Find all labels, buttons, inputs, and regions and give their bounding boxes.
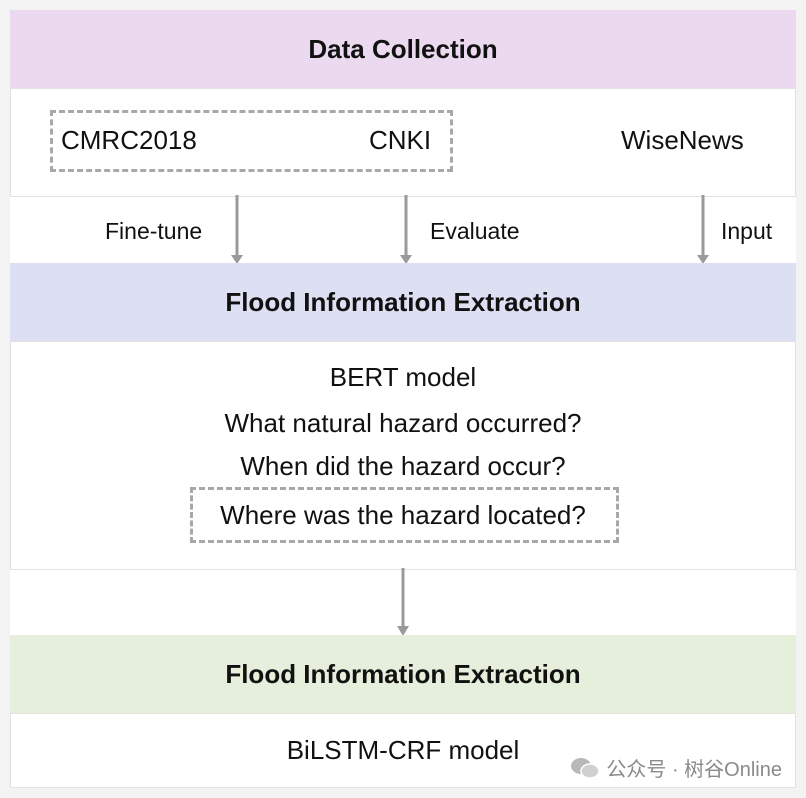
data-collection-header: Data Collection: [10, 10, 796, 88]
fine-tune-label: Fine-tune: [105, 218, 203, 244]
data-collection-title: Data Collection: [308, 33, 498, 64]
question-where: Where was the hazard located?: [220, 500, 586, 530]
input-arrowhead: [697, 255, 709, 264]
question-when: When did the hazard occur?: [240, 451, 566, 481]
extraction-title-bert: Flood Information Extraction: [225, 286, 581, 317]
evaluate-arrowhead: [400, 255, 412, 264]
source-cmrc2018: CMRC2018: [61, 125, 197, 155]
question-where-box: [190, 487, 619, 543]
arrows-top: [231, 195, 709, 264]
fine-tune-arrowhead: [231, 255, 243, 264]
sources-band: [10, 88, 796, 197]
bilstm-model-label: BiLSTM-CRF model: [286, 735, 520, 765]
arrow-down: [397, 568, 409, 636]
wechat-icon: [570, 756, 601, 780]
diagram-frame: Data Collection CMRC2018 CNKI WiseNews F…: [10, 10, 796, 788]
source-wisenews: WiseNews: [621, 125, 744, 155]
input-label: Input: [721, 218, 773, 244]
bilstm-band: [10, 713, 796, 788]
question-what: What natural hazard occurred?: [224, 408, 582, 438]
bert-to-bilstm-arrowhead: [397, 626, 409, 636]
watermark: 公众号 · 树谷Online: [570, 753, 782, 782]
evaluate-label: Evaluate: [430, 218, 520, 244]
watermark-text: 公众号 · 树谷Online: [606, 759, 782, 781]
fine-tune-datasets-box: [50, 110, 453, 172]
bert-model-label: BERT model: [329, 362, 477, 392]
extraction-header-bert: Flood Information Extraction: [10, 263, 796, 341]
extraction-title-bilstm: Flood Information Extraction: [225, 658, 581, 689]
extraction-header-bilstm: Flood Information Extraction: [10, 635, 796, 713]
source-cnki: CNKI: [369, 125, 432, 155]
